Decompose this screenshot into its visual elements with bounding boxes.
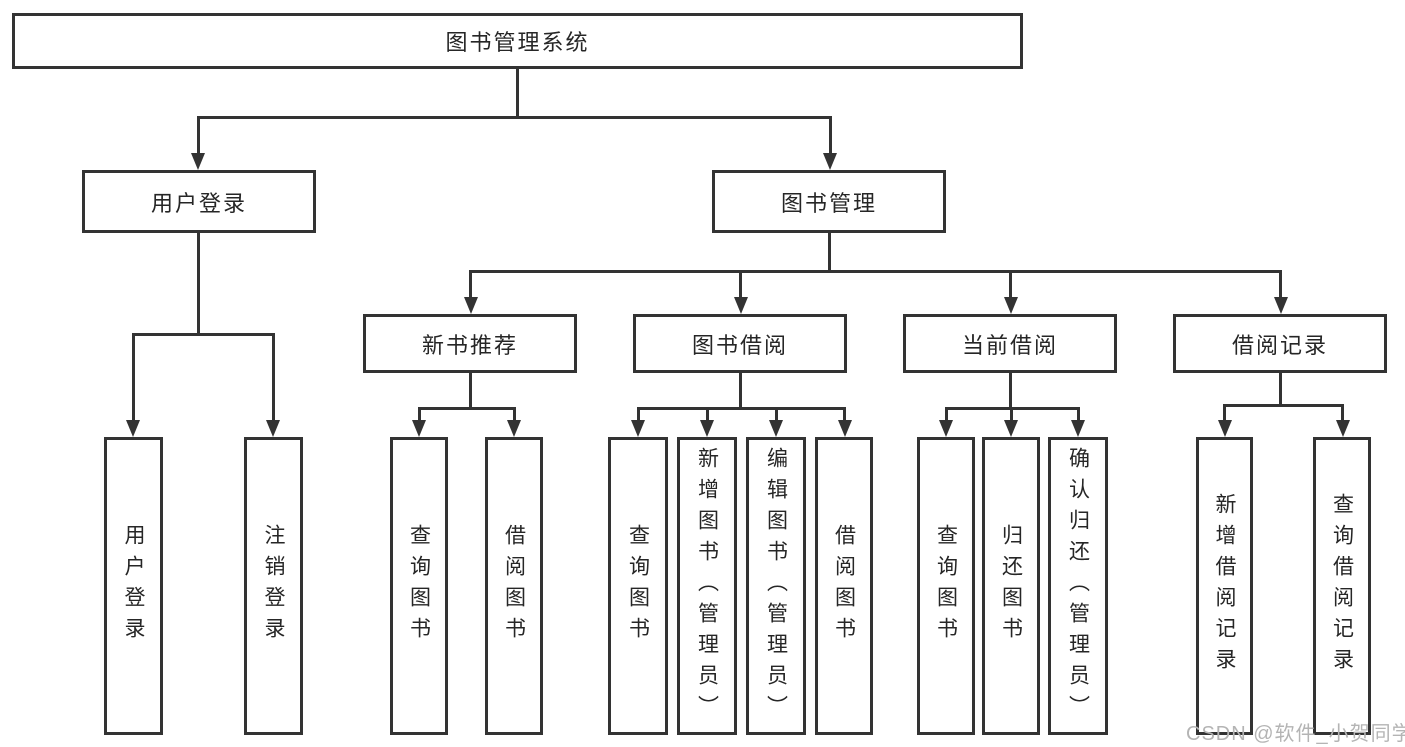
arrow-to-bb-add: [700, 420, 714, 437]
connector-drop-current-borrow: [1009, 270, 1012, 298]
connector-user-login-stem: [197, 233, 200, 336]
arrow-to-book-management: [823, 153, 837, 170]
arrow-to-br-add: [1218, 420, 1232, 437]
leaf-cb-return-books: 归还图书: [982, 437, 1040, 735]
node-label: 借阅图书: [502, 524, 526, 648]
connector-drop: [843, 407, 846, 420]
connector-drop: [1077, 407, 1080, 420]
connector-new-book-stem: [469, 373, 472, 410]
leaf-cb-query-books: 查询图书: [917, 437, 975, 735]
connector-borrow-record-stem: [1279, 373, 1282, 407]
arrow-to-bb-edit: [769, 420, 783, 437]
node-label: 确认归还（管理员）: [1066, 446, 1090, 726]
node-label: 图书管理: [780, 190, 877, 216]
connector-drop-user-login: [197, 116, 200, 156]
arrow-to-leaf-login: [126, 420, 140, 437]
arrow-to-cb-confirm: [1071, 420, 1085, 437]
node-label: 查询图书: [407, 524, 431, 648]
node-label: 用户登录: [150, 190, 247, 216]
arrow-to-cb-query: [939, 420, 953, 437]
node-label: 图书管理系统: [445, 30, 590, 55]
node-new-book-recommend: 新书推荐: [363, 314, 577, 373]
node-book-borrowing: 图书借阅: [633, 314, 847, 373]
leaf-cb-confirm-return-admin: 确认归还（管理员）: [1048, 437, 1108, 735]
watermark-csdn: CSDN @软件_小贺同学: [1186, 723, 1405, 745]
arrow-to-borrow-record: [1274, 297, 1288, 314]
arrow-to-leaf-logout: [266, 420, 280, 437]
node-label: 归还图书: [999, 524, 1023, 648]
connector-drop: [706, 407, 709, 420]
connector-level2-rail: [469, 270, 1282, 273]
leaf-nb-query-books: 查询图书: [390, 437, 448, 735]
node-label: 新书推荐: [421, 332, 518, 358]
node-label: 新增借阅记录: [1213, 493, 1236, 679]
connector-drop-leaf-logout: [272, 333, 275, 420]
connector-level1-rail: [197, 116, 832, 119]
node-root-system: 图书管理系统: [12, 13, 1023, 69]
arrow-to-current-borrow: [1004, 297, 1018, 314]
connector-borrow-record-rail: [1223, 404, 1344, 407]
arrow-to-bb-query: [631, 420, 645, 437]
leaf-user-login: 用户登录: [104, 437, 163, 735]
arrow-to-bb-borrow: [838, 420, 852, 437]
node-label: 新增图书（管理员）: [695, 446, 719, 726]
connector-drop: [1010, 407, 1013, 420]
connector-new-book-rail: [418, 407, 516, 410]
node-label: 借阅图书: [832, 524, 856, 648]
arrow-to-user-login: [191, 153, 205, 170]
node-label: 注销登录: [262, 524, 285, 648]
arrow-to-nb-query: [412, 420, 426, 437]
node-label: 查询图书: [626, 524, 650, 648]
node-label: 查询图书: [934, 524, 958, 648]
arrow-to-new-book: [464, 297, 478, 314]
connector-drop: [418, 407, 421, 420]
node-book-management: 图书管理: [712, 170, 946, 233]
arrow-to-nb-borrow: [507, 420, 521, 437]
arrow-to-cb-return: [1004, 420, 1018, 437]
node-current-borrowing: 当前借阅: [903, 314, 1117, 373]
leaf-nb-borrow-books: 借阅图书: [485, 437, 543, 735]
node-label: 当前借阅: [961, 332, 1058, 358]
connector-book-management-stem: [828, 233, 831, 273]
connector-drop-borrow-record: [1279, 270, 1282, 298]
leaf-bb-query-books: 查询图书: [608, 437, 668, 735]
connector-user-login-rail: [132, 333, 275, 336]
connector-drop-book-borrow: [739, 270, 742, 298]
arrow-to-br-query: [1336, 420, 1350, 437]
node-label: 查询借阅记录: [1330, 493, 1354, 679]
connector-current-borrow-stem: [1009, 373, 1012, 410]
leaf-bb-add-books-admin: 新增图书（管理员）: [677, 437, 737, 735]
connector-root-stem: [516, 69, 519, 119]
leaf-br-query-record: 查询借阅记录: [1313, 437, 1371, 735]
connector-book-borrow-stem: [739, 373, 742, 410]
connector-drop: [1223, 404, 1226, 420]
connector-book-borrow-rail: [637, 407, 846, 410]
connector-drop: [1341, 404, 1344, 420]
node-label: 用户登录: [122, 524, 145, 648]
connector-drop-book-management: [829, 116, 832, 156]
connector-drop: [775, 407, 778, 420]
leaf-logout: 注销登录: [244, 437, 303, 735]
leaf-br-add-record: 新增借阅记录: [1196, 437, 1253, 735]
connector-drop: [637, 407, 640, 420]
connector-drop-new-book: [469, 270, 472, 298]
node-label: 图书借阅: [691, 332, 788, 358]
leaf-bb-borrow-books: 借阅图书: [815, 437, 873, 735]
node-user-login: 用户登录: [82, 170, 316, 233]
connector-drop: [945, 407, 948, 420]
arrow-to-book-borrow: [734, 297, 748, 314]
node-label: 编辑图书（管理员）: [764, 446, 788, 726]
connector-drop: [513, 407, 516, 420]
node-borrowing-records: 借阅记录: [1173, 314, 1387, 373]
leaf-bb-edit-books-admin: 编辑图书（管理员）: [746, 437, 806, 735]
node-label: 借阅记录: [1231, 332, 1328, 358]
connector-drop-leaf-login: [132, 333, 135, 420]
